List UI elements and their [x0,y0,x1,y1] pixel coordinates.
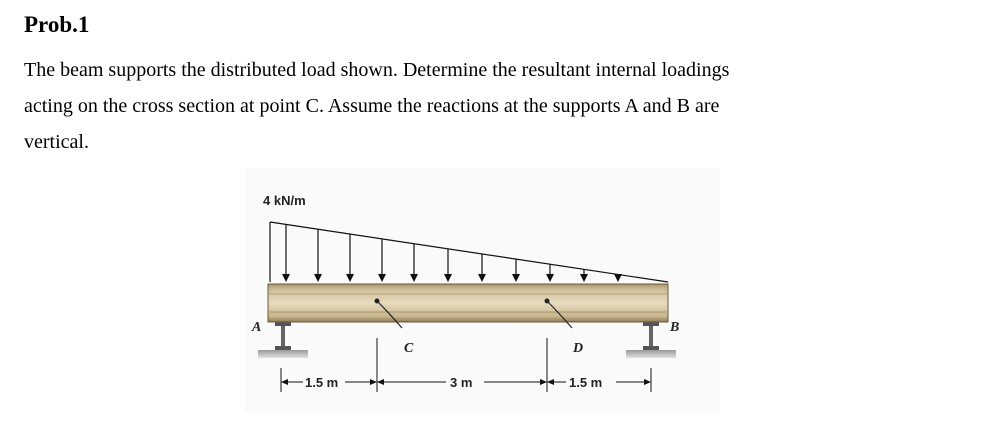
load-arrows [282,224,622,282]
beam [267,283,669,323]
load-arrow-head [614,274,622,282]
point-a-label: A [251,320,261,335]
dimension-c-d: 3 m [450,375,472,390]
load-arrow-head [314,274,322,282]
point-d-label: D [572,341,583,356]
point-c-label: C [404,341,414,356]
point-b-label: B [669,320,679,335]
load-arrow-head [580,274,588,282]
load-intensity-label: 4 kN/m [263,193,306,208]
load-arrow-head [512,274,520,282]
dimension-lines [280,338,652,392]
load-arrow-head [346,274,354,282]
load-arrow-head [378,274,386,282]
problem-title: Prob.1 [24,12,90,37]
problem-line-1: The beam supports the distributed load s… [24,59,730,81]
dimension-arrowheads [281,379,651,385]
dimension-d-b: 1.5 m [569,375,602,390]
load-arrow-head [546,274,554,282]
load-arrow-head [444,274,452,282]
support-b [626,322,676,358]
point-d-marker [544,298,550,304]
point-c-leader [377,301,403,329]
load-arrow-head [282,274,290,282]
load-arrow-head [410,274,418,282]
point-d-leader [547,301,573,329]
problem-statement: The beam supports the distributed load s… [24,52,924,160]
load-arrow-head [478,274,486,282]
distributed-load [269,221,669,283]
dimension-a-c: 1.5 m [305,375,338,390]
point-c-marker [374,298,380,304]
support-a [258,322,308,358]
problem-line-3: vertical. [24,131,89,153]
load-top-line [269,221,669,283]
problem-line-2: acting on the cross section at point C. … [24,95,720,117]
